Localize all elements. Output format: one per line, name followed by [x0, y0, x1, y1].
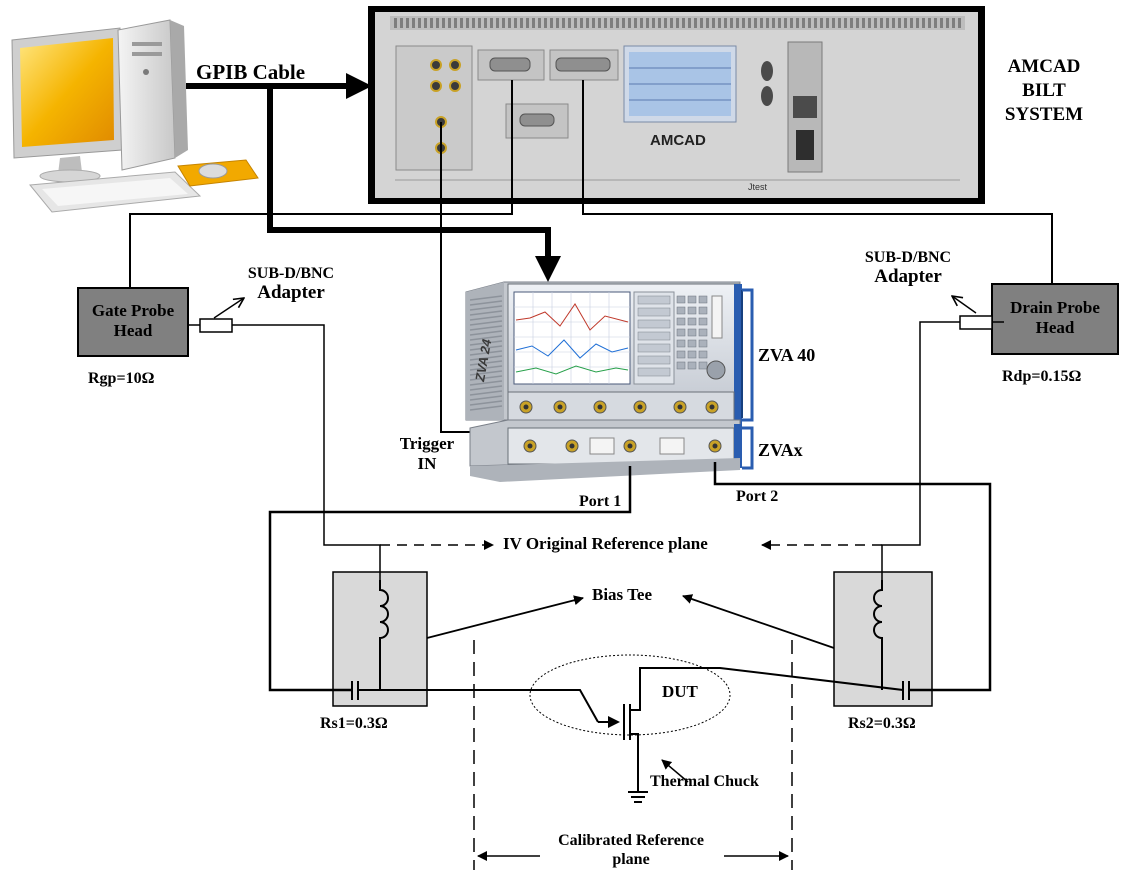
gate-probe-head-label: Gate Probe Head [80, 301, 186, 342]
bias-tee-arrow-left [426, 595, 584, 639]
inductor-right-icon [873, 580, 883, 690]
adapter-left-line1: SUB-D/BNC [247, 265, 335, 282]
drain-label-line2: Head [1035, 318, 1075, 338]
adapter-left-line2: Adapter [257, 281, 325, 303]
rs2-label: Rs2=0.3Ω [848, 715, 916, 732]
cal-label-line1: Calibrated Reference [558, 832, 704, 849]
gpib-cable-label: GPIB Cable [196, 60, 306, 84]
thermal-chuck-outline [529, 654, 731, 736]
gate-label-line2: Head [113, 321, 153, 341]
rs1-label: Rs1=0.3Ω [320, 715, 388, 732]
port1-label: Port 1 [579, 493, 622, 510]
gate-probe-head [77, 287, 189, 357]
thermal-chuck-arrow [661, 759, 689, 783]
amcad-panel-tag: Jtest [748, 182, 768, 192]
amcad-bilt-instrument: AMCAD Jtest [368, 6, 985, 204]
amcad-vent-grille [394, 18, 961, 28]
bias-tee-arrow-right [682, 594, 835, 649]
amcad-label-line1: AMCAD [1007, 56, 1081, 77]
zva-network-analyzer: ZVA 24 [465, 281, 743, 482]
adapter-left-label: SUB-D/BNC Adapter [236, 265, 346, 303]
gpib-cable [186, 73, 561, 282]
amcad-panel-brand: AMCAD [650, 132, 706, 149]
amcad-system-label: AMCAD BILT SYSTEM [986, 55, 1102, 126]
adapter-left-arrow [213, 298, 244, 319]
cal-label-line2: plane [612, 851, 650, 869]
calibrated-plane-label: Calibrated Reference plane [536, 831, 726, 869]
zvax-bracket [742, 426, 754, 470]
rdp-label: Rdp=0.15Ω [1002, 368, 1082, 385]
zvax-label: ZVAx [758, 440, 803, 460]
rgp-label: Rgp=10Ω [88, 370, 155, 387]
fet-transistor-icon [598, 690, 641, 740]
zva-screen-traces [514, 292, 630, 384]
amcad-cables [129, 80, 1053, 433]
trigger-line2: IN [417, 453, 437, 473]
gate-label-line1: Gate Probe [91, 301, 175, 320]
thermal-chuck-label: Thermal Chuck [650, 773, 759, 790]
iv-reference-plane-label: IV Original Reference plane [503, 534, 708, 553]
adapter-right-line2: Adapter [874, 265, 942, 287]
trigger-in-label: Trigger IN [387, 434, 467, 473]
dut-label: DUT [662, 682, 698, 701]
port2-label: Port 2 [736, 488, 779, 505]
drain-label-line1: Drain Probe [1010, 298, 1100, 317]
adapter-right-label: SUB-D/BNC Adapter [852, 249, 964, 287]
adapter-right-line1: SUB-D/BNC [864, 249, 952, 266]
zva-port-row-bottom [523, 437, 722, 455]
adapter-right-arrow [952, 296, 977, 314]
adapter-left-icon [199, 318, 233, 333]
adapter-right-icon [959, 315, 993, 330]
rf-wiring [232, 321, 992, 803]
bias-tee-label: Bias Tee [592, 585, 652, 604]
inductor-left-icon [379, 580, 389, 690]
zva-keypad [637, 295, 708, 377]
zva-port-row-top [519, 400, 719, 414]
amcad-label-line2: BILT [1022, 79, 1066, 101]
computer-icon [11, 19, 259, 213]
zva40-label: ZVA 40 [758, 345, 816, 365]
amcad-label-line3: SYSTEM [1004, 103, 1084, 125]
zva40-bracket [742, 288, 754, 422]
zva-vent-grille [469, 295, 503, 411]
drain-probe-head-label: Drain Probe Head [994, 298, 1116, 339]
trigger-line1: Trigger [399, 434, 455, 453]
